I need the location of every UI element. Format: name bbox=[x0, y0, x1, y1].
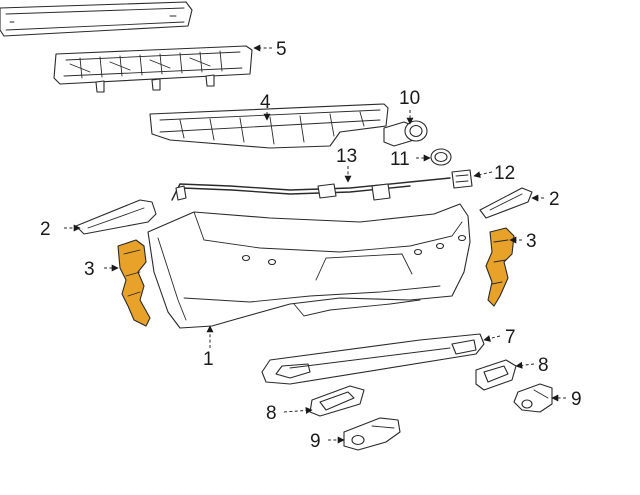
callout-labels: 5 4 10 11 13 12 2 2 3 3 1 7 8 8 9 9 bbox=[40, 39, 582, 452]
callout-8-lower: 8 bbox=[266, 403, 277, 424]
part-3-right-bracket-highlighted bbox=[485, 227, 515, 307]
callout-11: 11 bbox=[390, 149, 410, 170]
leader-8-right bbox=[515, 361, 535, 369]
part-13-wiring-harness bbox=[171, 177, 451, 201]
part-2-left-bracket bbox=[75, 199, 157, 235]
part-8-lower-exhaust-bezel bbox=[309, 385, 365, 417]
part-2-right-bracket bbox=[479, 187, 533, 219]
part-3-left-bracket-highlighted bbox=[117, 239, 151, 327]
part-5-energy-absorber bbox=[53, 45, 253, 93]
callout-9-lower: 9 bbox=[310, 431, 321, 452]
callout-8-right: 8 bbox=[538, 355, 549, 376]
callout-3-left: 3 bbox=[84, 259, 95, 280]
part-12-connector bbox=[451, 169, 473, 189]
part-7-lower-valance bbox=[261, 333, 485, 385]
leader-8-lower bbox=[283, 406, 313, 414]
callout-3-right: 3 bbox=[526, 231, 537, 252]
callout-10: 10 bbox=[399, 88, 420, 109]
part-8-right-exhaust-bezel bbox=[475, 359, 517, 391]
part-reinforcement-bar bbox=[0, 1, 193, 37]
part-10-park-sensor bbox=[383, 120, 428, 147]
leader-12 bbox=[473, 171, 493, 179]
callout-2-left: 2 bbox=[40, 219, 51, 240]
bracket-fill-right bbox=[485, 227, 515, 307]
part-4-bumper-bracket bbox=[149, 103, 389, 149]
callout-13: 13 bbox=[336, 146, 357, 167]
leader-lines bbox=[64, 44, 566, 444]
bracket-fill-left bbox=[117, 239, 151, 327]
part-9-right-bracket bbox=[513, 383, 553, 413]
leader-7 bbox=[483, 335, 501, 342]
callout-1: 1 bbox=[203, 349, 214, 370]
callout-7: 7 bbox=[505, 327, 516, 348]
callout-12: 12 bbox=[494, 163, 515, 184]
part-9-lower-bracket bbox=[343, 417, 401, 451]
part-11-sensor-bezel bbox=[430, 148, 452, 166]
callout-2-right: 2 bbox=[549, 189, 560, 210]
part-1-bumper-cover bbox=[147, 203, 471, 329]
callout-4: 4 bbox=[260, 92, 271, 113]
callout-5: 5 bbox=[276, 39, 287, 60]
callout-9-right: 9 bbox=[571, 389, 582, 410]
